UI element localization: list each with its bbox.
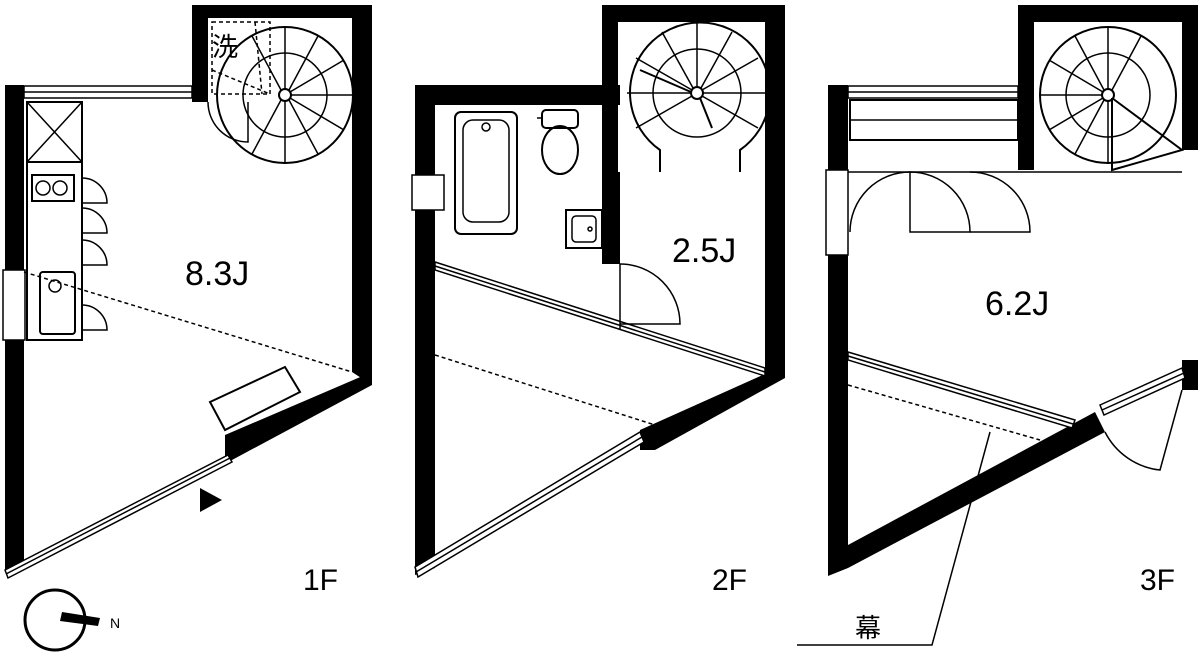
- sink-icon: [565, 209, 603, 249]
- curtain-leader: [797, 431, 991, 646]
- wall-2f-bottom-right: [640, 365, 785, 450]
- window-1f-left: [2, 269, 26, 341]
- loft-line-3f: [847, 384, 1041, 441]
- floor-3f: 幕 6.2J 3F: [797, 5, 1198, 646]
- spiral-stair-icon: [1039, 26, 1185, 172]
- washing-machine-area: 洗: [211, 21, 271, 95]
- spiral-stair-icon: [627, 21, 771, 172]
- window-2f-left: [411, 174, 445, 211]
- north-label: N: [110, 615, 120, 631]
- wall-3f-stair: [1018, 5, 1198, 170]
- wall-3f-bottom: [848, 412, 1105, 568]
- compass-icon: N: [23, 588, 120, 652]
- room-area-1f: 8.3J: [185, 255, 249, 293]
- spiral-stair-icon: [216, 26, 354, 164]
- curtain-label: 幕: [855, 614, 881, 644]
- window-3f-left: [825, 169, 849, 256]
- wall-1f-stair-box: [192, 5, 352, 102]
- floor-1f: 洗 8.3J 1F: [2, 5, 372, 597]
- loft-line-2f: [434, 354, 656, 426]
- wall-1f-bottom-right: [225, 372, 372, 460]
- wall-2f-stair: [602, 5, 785, 375]
- floor-label-3f: 3F: [1140, 564, 1175, 597]
- room-area-2f: 2.5J: [672, 232, 736, 270]
- bathtub-icon: [454, 111, 518, 235]
- step-1f: [208, 365, 302, 432]
- kitchen-counter: [26, 101, 83, 341]
- wall-2f-partition: [602, 172, 620, 264]
- stove-icon: [31, 174, 75, 202]
- wall-1f-right: [352, 5, 372, 385]
- floor-label-1f: 1F: [303, 564, 338, 597]
- toilet-icon: [537, 109, 579, 175]
- wall-3f-left: [828, 85, 848, 576]
- entrance-triangle-icon: [200, 488, 222, 512]
- floor-label-2f: 2F: [712, 564, 747, 597]
- loft-line-1f: [23, 271, 353, 373]
- sink-icon: [39, 271, 76, 335]
- wall-3f-right: [1182, 360, 1198, 390]
- wash-label: 洗: [212, 33, 238, 63]
- wall-2f-top: [415, 85, 620, 270]
- fridge: [26, 101, 83, 163]
- room-area-3f: 6.2J: [985, 285, 1049, 323]
- floor-2f: 2.5J 2F: [411, 5, 785, 597]
